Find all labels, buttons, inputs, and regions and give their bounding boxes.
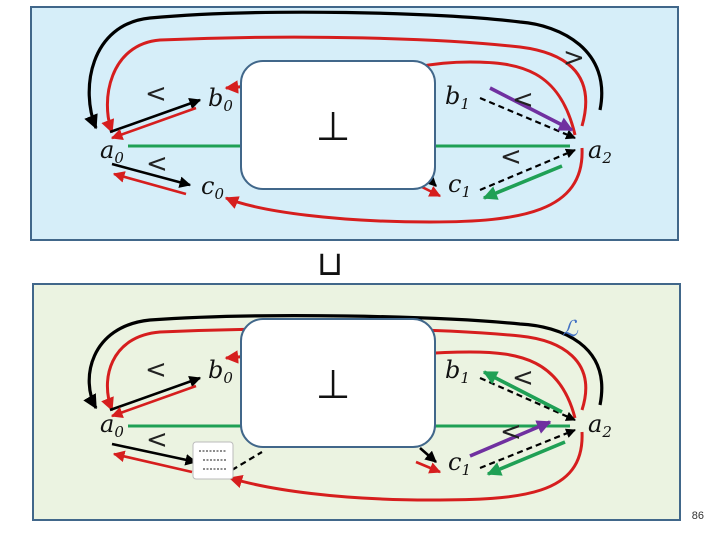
top-arrow-a0-b0: [109, 98, 202, 134]
top-label-a0: a0: [100, 136, 124, 167]
top-rel-lt-4: <: [500, 142, 522, 172]
bottom-label-b0: b0: [208, 356, 233, 387]
bottom-bottom-box: [240, 318, 436, 448]
bottom-rel-lt-1: <: [145, 355, 167, 385]
page-number: 86: [691, 510, 704, 522]
top-label-a2: a2: [588, 136, 612, 167]
bottom-label-b1: b1: [445, 356, 470, 387]
bottom-rel-lt-2: <: [146, 425, 168, 455]
top-purple-b1-a2: [489, 86, 574, 132]
bottom-black-outer-loop: [83, 314, 604, 410]
join-symbol: ⊔: [317, 244, 344, 284]
bottom-dashed-b1-a2: [479, 376, 576, 422]
top-arrow-b0-a0: [110, 106, 197, 140]
bottom-label-a2: a2: [588, 410, 612, 441]
bottom-arrow-a0-node: [111, 442, 198, 466]
bottom-dashed-c1-a2: [479, 428, 576, 470]
bottom-label-a0: a0: [100, 410, 124, 441]
top-label-b1: b1: [445, 82, 470, 113]
top-panel: ⊥ a0 b0 c0 b1 c1 a2 < < < < >: [30, 6, 679, 241]
top-arrow-a0-c0: [111, 162, 192, 188]
top-arrow-c0-a0: [112, 171, 187, 196]
top-green-a2-c1: [482, 164, 563, 200]
top-red-outer-loop: [101, 35, 588, 134]
top-dashed-b1-a2: [479, 96, 576, 140]
top-red-bottom-loop: [224, 147, 584, 224]
top-black-outer-loop: [84, 10, 604, 130]
bottom-script-l-label: ℒ: [562, 317, 579, 342]
bottom-red-bottom-loop: [228, 431, 584, 502]
bottom-red-to-c1: [415, 460, 442, 474]
top-label-b0: b0: [208, 84, 233, 115]
top-label-c0: c0: [201, 172, 224, 203]
bottom-purple-c1-a2: [469, 420, 552, 458]
top-label-c1: c1: [448, 170, 471, 201]
top-rel-lt-1: <: [145, 79, 167, 109]
top-dashed-c1-a2: [479, 148, 576, 192]
bottom-arrow-a0-b0: [109, 376, 202, 412]
bottom-arrow-node-a0: [112, 450, 193, 474]
bottom-label-c1: c1: [448, 448, 471, 479]
top-rel-lt-2: <: [146, 149, 168, 179]
bottom-black-to-c1: [419, 447, 437, 463]
top-box-symbol: ⊥: [316, 104, 351, 150]
bottom-panel: ⊥ ℒ a0 b0 b1 c1 a2 < < < <: [32, 283, 681, 521]
bottom-small-node-image: [192, 441, 234, 480]
bottom-rel-lt-3: <: [512, 363, 534, 393]
bottom-rel-lt-4: <: [500, 417, 522, 447]
bottom-green-a2-b1: [482, 370, 563, 414]
top-rel-gt: >: [563, 43, 585, 73]
top-bottom-box: [240, 60, 436, 190]
bottom-box-symbol: ⊥: [316, 362, 351, 408]
bottom-dashed-node-box: [231, 451, 263, 471]
bottom-green-a2-c1: [486, 440, 566, 476]
top-rel-lt-3: <: [512, 85, 534, 115]
bottom-arrow-b0-a0: [110, 384, 197, 418]
